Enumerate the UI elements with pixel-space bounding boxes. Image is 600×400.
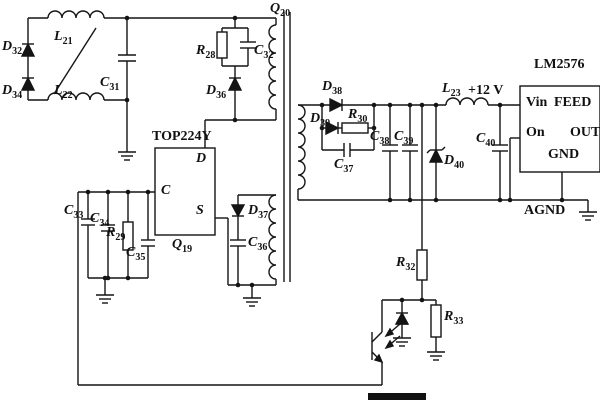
label-c40: C40 — [476, 131, 496, 149]
label-pin-gnd: GND — [548, 147, 580, 162]
lm2576-ic — [509, 85, 600, 200]
label-r28: R28 — [196, 43, 216, 61]
cropped-caption-artifact — [368, 393, 426, 400]
label-c34: C34 — [90, 211, 110, 229]
label-c37: C37 — [334, 157, 354, 175]
label-c32: C32 — [254, 43, 274, 61]
label-agnd: AGND — [524, 203, 566, 218]
label-pin-feed: FEED — [554, 95, 592, 110]
label-pin-vin: Vin — [526, 95, 548, 110]
clamp-network — [216, 18, 256, 120]
label-c31: C31 — [100, 75, 120, 93]
label-d34: D34 — [2, 83, 23, 101]
label-r30: R30 — [348, 107, 368, 125]
label-d32: D32 — [2, 39, 23, 57]
label-l23: L23 — [442, 81, 461, 99]
label-c36: C36 — [248, 235, 268, 253]
label-c33: C33 — [64, 203, 84, 221]
transformer-q20 — [204, 12, 306, 285]
input-filter-section — [20, 10, 276, 161]
label-pin-on: On — [526, 125, 545, 140]
control-pin-network — [77, 191, 382, 386]
label-c39: C39 — [394, 129, 414, 147]
label-pin-out: OUT — [570, 125, 600, 140]
label-l21: L21 — [54, 29, 73, 47]
label-d39: D39 — [310, 111, 331, 129]
label-lm2576: LM2576 — [534, 57, 585, 72]
label-q19: Q19 — [172, 237, 193, 255]
label-pin-d: D — [196, 151, 207, 166]
optocoupler — [371, 300, 401, 385]
label-l22: L22 — [54, 83, 73, 101]
label-pin-c: C — [161, 183, 171, 198]
label-d38: D38 — [322, 79, 343, 97]
label-r32: R32 — [396, 255, 416, 273]
label-r29: R29 — [106, 225, 126, 243]
label-top224y: TOP224Y — [152, 129, 212, 144]
label-pin-s: S — [196, 203, 204, 218]
label-plus12v: +12 V — [468, 83, 504, 98]
bias-rectifier — [230, 194, 276, 307]
label-r33: R33 — [444, 309, 464, 327]
secondary-rectifier — [298, 97, 446, 157]
junction-dots — [85, 15, 565, 303]
label-d37: D37 — [248, 203, 269, 221]
label-c35: C35 — [126, 245, 146, 263]
label-c38: C38 — [370, 129, 390, 147]
label-d36: D36 — [206, 83, 227, 101]
label-q20: Q20 — [270, 1, 291, 19]
label-d40: D40 — [444, 153, 465, 171]
output-filter — [298, 97, 597, 221]
